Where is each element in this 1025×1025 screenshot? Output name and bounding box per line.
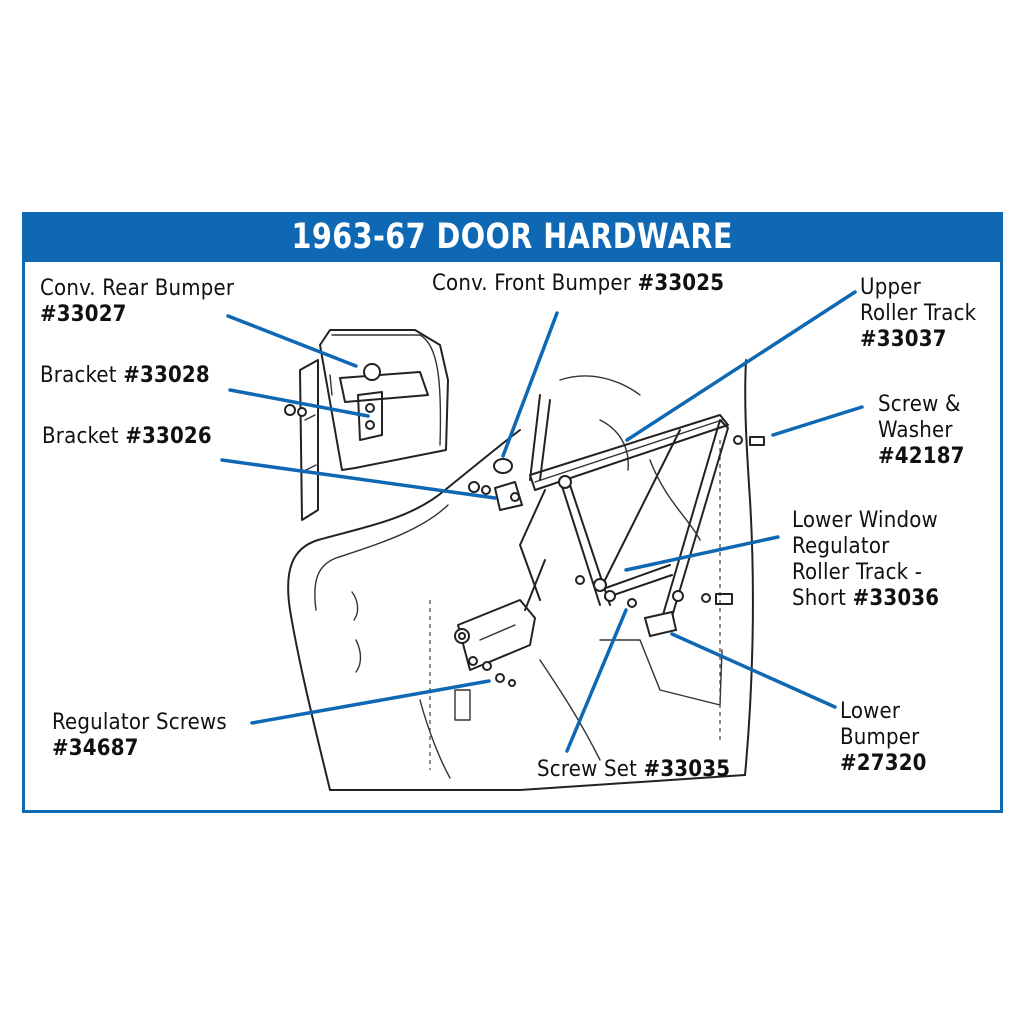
leader-lower-window-track [624,535,780,572]
title-bar: 1963-67 DOOR HARDWARE [22,212,1003,262]
rear-bumper-bracket-assembly [284,329,449,521]
label-screw-set-part: #33035 [643,757,731,782]
label-lower-bumper-line2: Bumper [840,725,920,750]
label-bracket-33028-part: #33028 [123,363,210,388]
label-conv-rear-bumper-part: #33027 [40,302,127,327]
regulator-gear-box [454,559,546,687]
leader-conv-front-bumper [501,311,559,458]
label-screw-washer-line2: Washer [878,418,953,443]
label-lower-window-track-line1: Lower Window [792,508,938,533]
label-lower-bumper-line1: Lower [840,699,901,724]
label-conv-front-bumper: Conv. Front Bumper #33025 [432,271,724,297]
label-screw-set-name: Screw Set [537,757,638,782]
label-lower-window-track-line2: Regulator [792,534,890,559]
label-upper-roller-track-part: #33037 [860,327,947,352]
leader-bracket-33028 [228,388,370,418]
label-lower-window-track-line4: Short [792,586,847,611]
label-screw-washer-line1: Screw & [878,392,961,417]
front-bumper-bracket [468,458,523,511]
leader-regulator-screws [250,679,491,725]
label-bracket-33026-part: #33026 [125,424,212,449]
label-conv-front-bumper-name: Conv. Front Bumper [432,271,632,296]
leader-screw-washer [771,405,864,437]
label-conv-rear-bumper-name: Conv. Rear Bumper [40,276,235,301]
label-screw-washer: Screw & Washer #42187 [878,392,965,470]
leader-upper-roller-track [625,290,857,442]
window-regulator-assembly [519,394,765,638]
label-lower-bumper-part: #27320 [840,751,927,776]
label-bracket-33028-name: Bracket [40,363,117,388]
label-lower-window-track: Lower Window Regulator Roller Track - Sh… [792,508,939,612]
leader-screw-set [565,608,628,753]
label-lower-bumper: Lower Bumper #27320 [840,699,927,777]
label-regulator-screws-name: Regulator Screws [52,710,227,735]
label-conv-rear-bumper: Conv. Rear Bumper #33027 [40,276,234,328]
label-upper-roller-track: Upper Roller Track #33037 [860,275,976,353]
leader-bracket-33026 [220,458,497,500]
label-upper-roller-track-line2: Roller Track [860,301,977,326]
label-bracket-33026: Bracket #33026 [42,424,212,450]
label-lower-window-track-part: #33036 [852,586,940,611]
leader-lines [220,290,864,753]
label-upper-roller-track-line1: Upper [860,275,921,300]
label-bracket-33026-name: Bracket [42,424,119,449]
door-panel [287,359,754,791]
label-bracket-33028: Bracket #33028 [40,363,210,389]
label-screw-set: Screw Set #33035 [537,757,730,783]
label-lower-window-track-line3: Roller Track - [792,560,923,585]
diagram-title: 1963-67 DOOR HARDWARE [291,217,734,257]
label-regulator-screws: Regulator Screws #34687 [52,710,227,762]
label-conv-front-bumper-part: #33025 [637,271,725,296]
leader-lower-bumper [670,632,837,709]
label-regulator-screws-part: #34687 [52,736,139,761]
leader-conv-rear-bumper [226,314,358,368]
diagram-frame [22,212,1003,813]
label-screw-washer-part: #42187 [878,444,965,469]
